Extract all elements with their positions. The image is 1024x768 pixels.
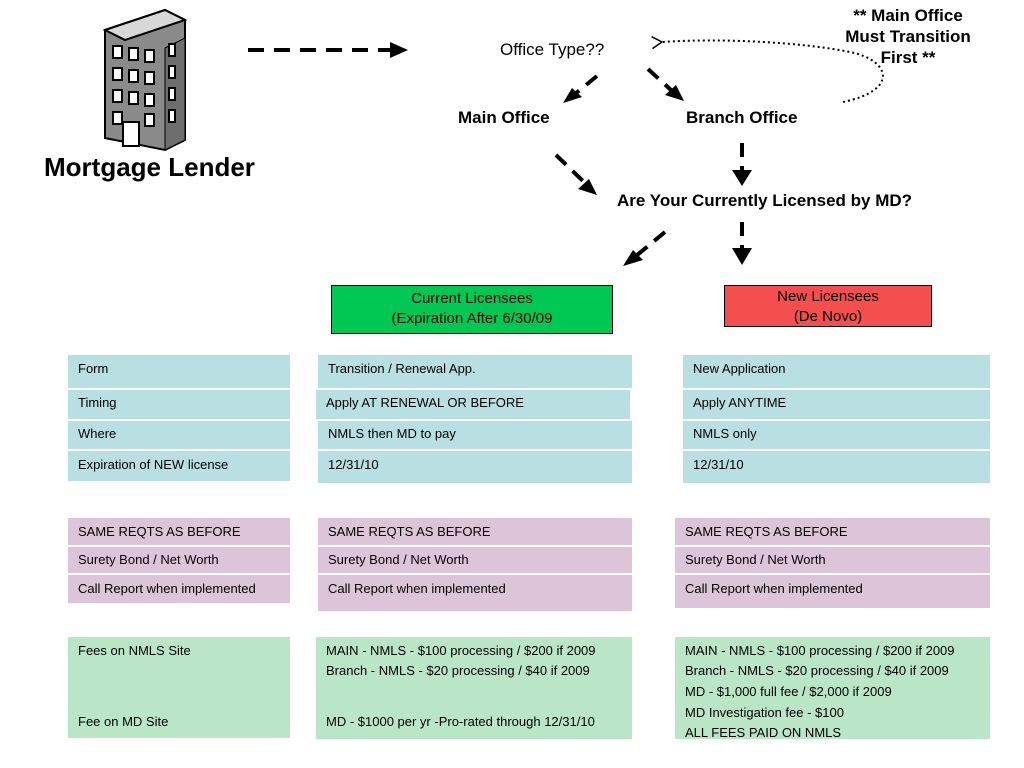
table-cell-new: Surety Bond / Net Worth (675, 547, 990, 573)
fee-line: MD - $1000 per yr -Pro-rated through 12/… (326, 714, 595, 729)
fee-line: Branch - NMLS - $20 processing / $40 if … (326, 663, 590, 678)
table-row-label: Surety Bond / Net Worth (68, 547, 290, 573)
current-licensees-title: Current Licensees (411, 290, 533, 307)
table-cell-current: 12/31/10 (318, 451, 632, 483)
fee-line: Branch - NMLS - $20 processing / $40 if … (685, 663, 949, 678)
new-licensees-subtitle: (De Novo) (793, 308, 863, 325)
question-office-type: Office Type?? (500, 40, 605, 59)
table-cell-new: 12/31/10 (683, 451, 990, 483)
table-cell-new: SAME REQTS AS BEFORE (675, 518, 990, 545)
new-licensees-box: New Licensees (De Novo) (724, 285, 932, 327)
table-cell-new: Apply ANYTIME (683, 390, 990, 419)
table-cell-current: NMLS then MD to pay (318, 421, 632, 449)
note-line: First ** (880, 48, 936, 67)
fees-label-cell: Fees on NMLS Site Fee on MD Site (68, 637, 290, 738)
table-cell-current: SAME REQTS AS BEFORE (318, 518, 632, 545)
transition-note: ** Main Office Must Transition First ** (818, 5, 998, 68)
question-licensed: Are Your Currently Licensed by MD? (617, 191, 913, 210)
lender-label: Mortgage Lender (44, 152, 255, 182)
fee-line: MD Investigation fee - $100 (685, 705, 844, 720)
fees-new-cell: MAIN - NMLS - $100 processing / $200 if … (675, 637, 990, 740)
main-office-node: Main Office (458, 108, 550, 127)
arrow-to-main-office (563, 74, 599, 103)
fee-line: MAIN - NMLS - $100 processing / $200 if … (685, 643, 955, 658)
table-cell-current: Transition / Renewal App. (318, 355, 632, 388)
fees-current-cell: MAIN - NMLS - $100 processing / $200 if … (316, 637, 632, 739)
arrow-main-to-licensed (554, 153, 597, 195)
table-row-label: Where (68, 421, 290, 449)
current-licensees-box: Current Licensees (Expiration After 6/30… (331, 285, 613, 334)
table-cell-new: NMLS only (683, 421, 990, 449)
table-row-label: Form (68, 355, 290, 388)
table-cell-new: Call Report when implemented (675, 575, 990, 608)
current-licensees-subtitle: (Expiration After 6/30/09 (391, 310, 553, 327)
fee-line: MD - $1,000 full fee / $2,000 if 2009 (685, 684, 892, 699)
table-row-label: Timing (68, 390, 290, 419)
fee-line: ALL FEES PAID ON NMLS (685, 725, 842, 740)
branch-office-node: Branch Office (686, 108, 798, 127)
table-cell-current: Call Report when implemented (318, 575, 632, 611)
fees-label-nmls: Fees on NMLS Site (78, 643, 191, 658)
note-line: Must Transition (845, 27, 971, 46)
fee-line: MAIN - NMLS - $100 processing / $200 if … (326, 643, 596, 658)
new-licensees-title: New Licensees (777, 288, 879, 305)
arrow-licensed-to-new (732, 222, 752, 265)
arrow-licensed-to-current (623, 230, 667, 266)
arrow-branch-to-licensed (732, 143, 752, 186)
arrow-lender-to-office-type (248, 42, 408, 58)
arrow-note-to-office-type (651, 36, 884, 103)
note-line: ** Main Office (853, 6, 963, 25)
table-row-label: Expiration of NEW license (68, 451, 290, 481)
table-row-label: Call Report when implemented (68, 575, 290, 603)
fees-label-md: Fee on MD Site (78, 714, 169, 729)
table-row-label: SAME REQTS AS BEFORE (68, 518, 290, 545)
table-cell-new: New Application (683, 355, 990, 388)
table-cell-current: Surety Bond / Net Worth (318, 547, 632, 573)
table-cell-current: Apply AT RENEWAL OR BEFORE (316, 390, 630, 419)
building-icon (103, 8, 187, 152)
arrow-to-branch-office (646, 67, 684, 101)
